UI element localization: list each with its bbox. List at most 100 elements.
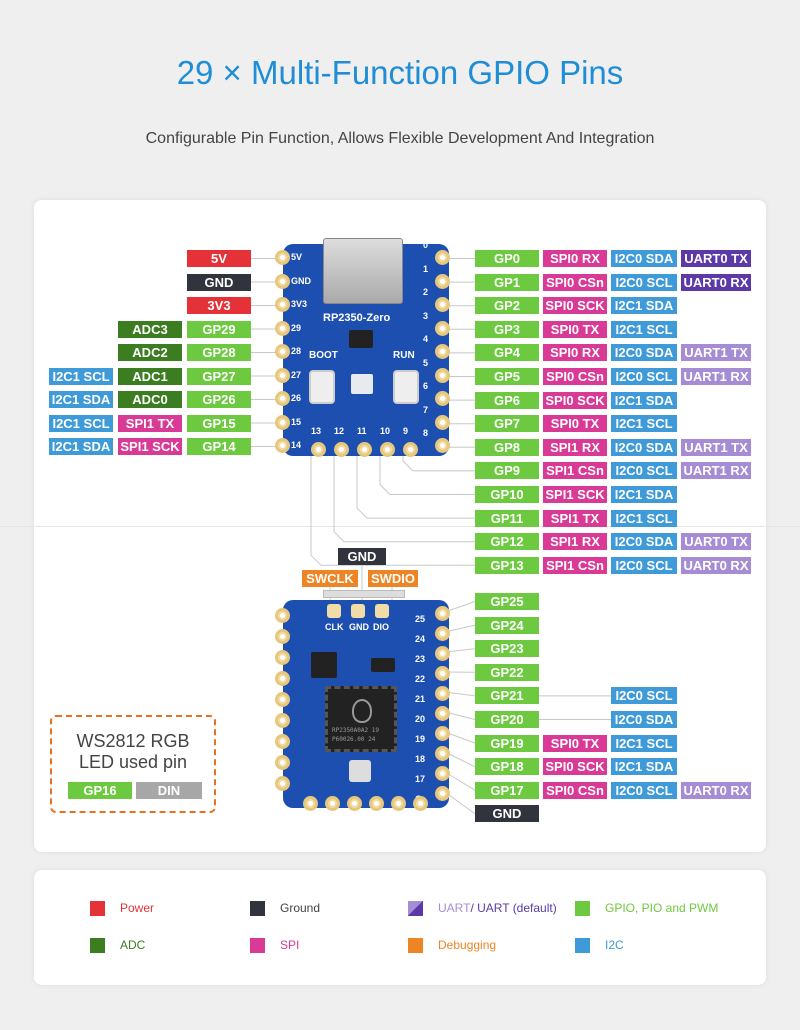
right-pin-label: I2C0 SDA — [611, 438, 677, 456]
left-pin-label: GP28 — [187, 344, 251, 361]
pin-pad — [435, 273, 450, 289]
debug-pad — [327, 604, 341, 618]
legend-label: SPI — [280, 938, 300, 952]
debug-gnd-label: GND — [338, 548, 386, 565]
pin-pad — [275, 344, 290, 359]
right-pin-label: I2C0 SCL — [611, 462, 677, 480]
bottom-pin-label: I2C0 SCL — [611, 781, 677, 799]
pin-pad — [435, 414, 450, 430]
pin-pad — [380, 442, 395, 457]
pin-pad — [275, 776, 290, 791]
bottom-pin-label: I2C0 SCL — [611, 687, 677, 705]
pin-pad — [275, 755, 290, 770]
legend-item-uart: UART / UART (default) — [408, 900, 557, 916]
legend-item-dbg: Debugging — [408, 937, 496, 953]
pin-pad — [311, 442, 326, 457]
right-pin-label: I2C0 SDA — [611, 250, 677, 267]
right-pin-label: GP6 — [475, 391, 539, 409]
right-pin-label: GP2 — [475, 297, 539, 315]
right-pin-label: UART1 TX — [681, 438, 751, 456]
right-pin-label: GP7 — [475, 415, 539, 433]
pin-silk-label: 19 — [415, 734, 426, 744]
pin-pad — [275, 250, 290, 265]
pin-silk-label: 9 — [403, 426, 409, 436]
left-pin-label: ADC3 — [118, 320, 182, 338]
pin-pad — [275, 438, 290, 453]
legend-swatch — [408, 900, 423, 916]
bottom-pin-label: GP22 — [475, 663, 539, 681]
left-pin-label: ADC2 — [118, 344, 182, 361]
right-pin-label: GP0 — [475, 250, 539, 267]
right-pin-label: UART1 RX — [681, 368, 751, 385]
left-pin-label: ADC1 — [118, 367, 182, 385]
legend-label: Power — [120, 901, 155, 915]
run-silk: RUN — [393, 350, 415, 361]
pin-silk-label: 22 — [415, 674, 426, 684]
run-button — [393, 370, 419, 404]
ws2812-title: WS2812 RGB LED used pin — [76, 731, 190, 772]
right-pin-label: UART0 TX — [681, 533, 751, 551]
pin-pad — [275, 671, 290, 686]
bottom-pin-label: GP21 — [475, 687, 539, 705]
pin-silk-label: 5V — [291, 252, 303, 262]
right-pin-label: I2C0 SDA — [611, 533, 677, 551]
legend-label: Ground — [280, 901, 321, 915]
pin-pad — [275, 367, 290, 383]
legend-label-default: / UART (default) — [470, 901, 557, 915]
rp2350-chip: RP2350A0A2 19 P60026.00 24 — [325, 686, 397, 752]
pin-silk-label: 18 — [415, 754, 426, 764]
legend-item-i2c: I2C — [575, 937, 624, 953]
right-pin-label: SPI0 TX — [543, 320, 607, 338]
flash-chip — [311, 652, 337, 678]
pin-pad — [435, 297, 450, 312]
legend-label: ADC — [120, 938, 146, 952]
left-pin-label: GP15 — [187, 414, 251, 432]
pin-silk-label: 24 — [415, 634, 426, 644]
pin-silk-label: 11 — [357, 426, 367, 436]
pin-pad — [435, 686, 450, 701]
legend-item-adc: ADC — [90, 937, 145, 953]
legend-swatch — [575, 900, 590, 916]
debug-swdio-label: SWDIO — [368, 570, 418, 587]
bottom-pin-label: SPI0 TX — [543, 734, 607, 752]
pin-pad — [435, 626, 450, 641]
bottom-pin-label: GP17 — [475, 781, 539, 799]
pin-silk-label: 13 — [311, 426, 322, 436]
pin-pad — [357, 442, 372, 457]
pin-silk-label: GND — [291, 275, 311, 286]
board-name-silk: RP2350-Zero — [323, 312, 391, 324]
pin-silk-label: 29 — [291, 322, 302, 333]
legend-swatch — [250, 937, 265, 953]
legend-label: Debugging — [438, 938, 497, 952]
pin-pad — [275, 391, 290, 406]
right-pin-label: I2C0 SCL — [611, 273, 677, 291]
pin-silk-label: 27 — [291, 369, 302, 380]
left-pin-label: GP14 — [187, 438, 251, 455]
bottom-pin-label: GP24 — [475, 616, 539, 634]
legend-label: UART — [438, 901, 471, 915]
bottom-pin-label: GP19 — [475, 734, 539, 752]
right-pin-label: GP3 — [475, 320, 539, 338]
pin-silk-label: 21 — [415, 694, 426, 704]
left-pin-label: GP27 — [187, 367, 251, 385]
right-pin-label: SPI0 TX — [543, 415, 607, 433]
debug-swclk-label: SWCLK — [302, 570, 358, 587]
bottom-pin-label: I2C1 SDA — [611, 758, 677, 776]
pin-silk-label: 28 — [291, 346, 302, 356]
pin-pad — [275, 650, 290, 665]
debug-pad — [375, 604, 389, 618]
pin-pad — [275, 629, 290, 644]
legend-item-power: Power — [90, 900, 154, 916]
right-pin-label: SPI0 SCK — [543, 391, 607, 409]
pin-silk-label: 12 — [334, 426, 345, 436]
usb-c-connector — [323, 238, 403, 304]
pin-pad — [435, 706, 450, 721]
boot-button — [309, 370, 335, 404]
right-pin-label: GP11 — [475, 509, 539, 527]
small-ic — [371, 658, 395, 672]
page-subtitle: Configurable Pin Function, Allows Flexib… — [145, 130, 655, 147]
right-pin-label: I2C1 SCL — [611, 320, 677, 338]
right-pin-label: I2C0 SCL — [611, 368, 677, 385]
